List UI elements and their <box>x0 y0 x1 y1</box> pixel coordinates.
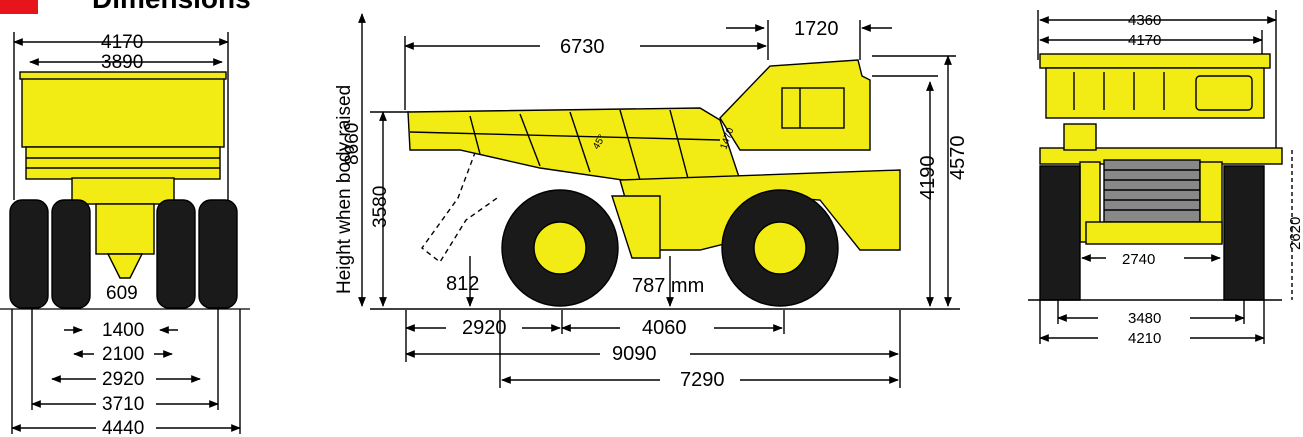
rear-view-labels: 4170 3890 609 1400 2100 2920 3710 4440 <box>101 32 144 437</box>
front-tire-left <box>1039 165 1081 301</box>
front-dim-4170: 4170 <box>1128 32 1161 49</box>
raised-body-outline <box>421 117 501 264</box>
front-view <box>1028 10 1293 344</box>
side-view-labels: Height when body raised 8660 3580 6730 1… <box>334 18 969 391</box>
rear-dim-4440: 4440 <box>102 418 144 437</box>
side-view <box>358 13 960 388</box>
side-dim-4190: 4190 <box>917 156 939 201</box>
rear-tire-left-outer <box>9 199 49 309</box>
rear-dim-2920: 2920 <box>102 369 144 390</box>
side-dim-1720: 1720 <box>794 18 839 40</box>
rear-tire-right-inner <box>156 199 196 309</box>
front-tire-right <box>1223 165 1265 301</box>
rear-dim-2100: 2100 <box>102 344 144 365</box>
side-dim-9090: 9090 <box>612 343 657 365</box>
page-title: Dimensions <box>92 0 251 14</box>
side-dim-3580: 3580 <box>370 186 391 228</box>
side-dim-787: 787 mm <box>632 275 704 297</box>
side-dim-4060: 4060 <box>642 317 687 339</box>
side-dim-2920: 2920 <box>462 317 507 339</box>
front-dim-3480: 3480 <box>1128 310 1161 327</box>
front-dim-2620: 2620 <box>1287 217 1303 250</box>
side-dim-6730: 6730 <box>560 36 605 58</box>
rear-dim-1400: 1400 <box>102 320 144 341</box>
rear-dump-body <box>21 74 225 148</box>
front-view-labels: 4360 4170 2740 3480 4210 2620 <box>1122 12 1303 347</box>
side-dim-7290: 7290 <box>680 369 725 391</box>
rear-dim-3710: 3710 <box>102 394 144 415</box>
front-dim-4360: 4360 <box>1128 12 1161 29</box>
front-dim-4210: 4210 <box>1128 330 1161 347</box>
title-accent-block <box>0 0 38 14</box>
side-dim-4570: 4570 <box>947 136 969 181</box>
side-dim-8660: 8660 <box>342 123 363 165</box>
rear-dim-609: 609 <box>106 283 138 304</box>
front-canopy <box>1039 53 1271 69</box>
rear-dim-3890: 3890 <box>101 52 143 73</box>
rear-view <box>0 32 250 434</box>
side-dim-812: 812 <box>446 273 479 295</box>
rear-dim-4170: 4170 <box>101 32 143 53</box>
side-height-label: Height when body raised <box>334 85 355 294</box>
rear-tire-right-outer <box>198 199 238 309</box>
front-dim-2740: 2740 <box>1122 251 1155 268</box>
rear-tire-left-inner <box>51 199 91 309</box>
